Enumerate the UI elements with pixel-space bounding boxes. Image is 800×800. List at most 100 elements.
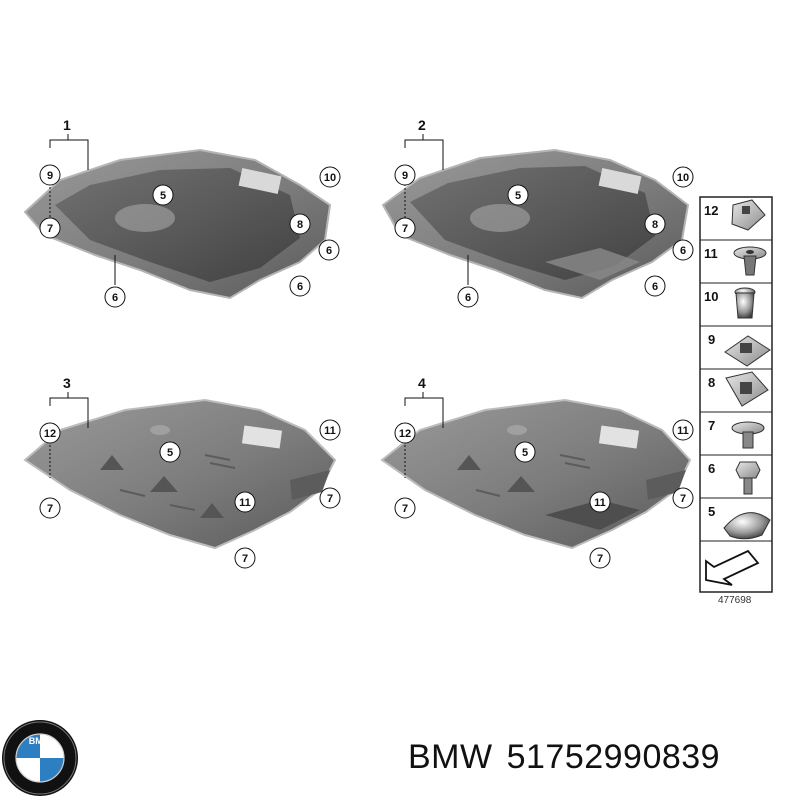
- callout-5: 5: [514, 441, 536, 463]
- group-label-2: 2: [418, 117, 426, 133]
- callout-label: 10: [324, 172, 336, 184]
- callout-label: 8: [297, 219, 303, 231]
- panel-3: [23, 398, 337, 550]
- legend-item-8: 8: [708, 375, 715, 390]
- callout-7: 7: [39, 497, 61, 519]
- group-label-3: 3: [63, 375, 71, 391]
- group-label-4: 4: [418, 375, 426, 391]
- callout-label: 11: [594, 497, 606, 509]
- reference-code: 477698: [718, 595, 752, 606]
- callout-6: 6: [457, 286, 479, 308]
- callout-10: 10: [672, 166, 694, 188]
- callout-label: 6: [297, 281, 303, 293]
- brand-caption: BMW 51752990839: [408, 738, 720, 788]
- callout-7: 7: [589, 547, 611, 569]
- callout-label: 8: [652, 219, 658, 231]
- bmw-logo: BMW: [2, 720, 78, 796]
- callout-label: 7: [242, 553, 248, 565]
- callout-label: 10: [677, 172, 689, 184]
- clip-nut-12-icon: [731, 199, 766, 231]
- callout-label: 11: [677, 425, 689, 437]
- callout-label: 5: [160, 190, 166, 202]
- vent-1: [238, 168, 282, 194]
- legend-item-12: 12: [704, 203, 718, 218]
- panel-1: [23, 148, 332, 300]
- legend-item-5: 5: [708, 504, 715, 519]
- callout-6: 6: [104, 286, 126, 308]
- callout-7: 7: [672, 487, 694, 509]
- callout-label: 7: [597, 553, 603, 565]
- panel-2: [381, 148, 690, 300]
- callout-6: 6: [672, 239, 694, 261]
- callout-9: 9: [39, 164, 61, 186]
- group-label-1: 1: [63, 117, 71, 133]
- underbody-shield-3: [23, 398, 337, 550]
- legend: 12 11 10 9 8 7 6: [699, 196, 773, 606]
- legend-item-6: 6: [708, 461, 715, 476]
- callout-7: 7: [394, 217, 416, 239]
- callout-label: 5: [522, 447, 528, 459]
- callout-label: 9: [47, 170, 53, 182]
- callout-label: 7: [402, 223, 408, 235]
- callout-label: 5: [515, 190, 521, 202]
- recess-1: [115, 204, 175, 232]
- callout-10: 10: [319, 166, 341, 188]
- callout-11: 11: [589, 491, 611, 513]
- vent-2: [598, 168, 642, 194]
- callout-7: 7: [319, 487, 341, 509]
- part-number: 51752990839: [506, 738, 721, 776]
- callout-12: 12: [39, 422, 61, 444]
- expanding-rivet-icon: [733, 246, 767, 276]
- callout-label: 6: [112, 292, 118, 304]
- brand-name: BMW: [408, 738, 493, 776]
- callout-6: 6: [318, 239, 340, 261]
- vent-4: [598, 425, 640, 449]
- vent-3: [241, 425, 283, 449]
- callout-11: 11: [319, 419, 341, 441]
- callout-label: 11: [239, 497, 251, 509]
- group-labels: 1 2 3 4: [49, 117, 444, 428]
- callout-7: 7: [234, 547, 256, 569]
- callout-label: 12: [399, 428, 411, 440]
- callout-label: 6: [652, 281, 658, 293]
- plug-cap-5-icon: [723, 512, 771, 540]
- sleeve-nut-icon: [734, 287, 756, 319]
- callout-label: 7: [680, 493, 686, 505]
- callout-8: 8: [289, 213, 311, 235]
- callout-label: 7: [327, 493, 333, 505]
- arrow-icon: [705, 549, 760, 586]
- legend-item-11: 11: [704, 246, 718, 261]
- recess-2: [470, 204, 530, 232]
- underbody-shield-1-inner: [55, 168, 300, 282]
- callout-12: 12: [394, 422, 416, 444]
- callout-label: 9: [402, 170, 408, 182]
- spring-clip-8-icon: [725, 371, 769, 407]
- callout-5: 5: [159, 441, 181, 463]
- legend-item-10: 10: [704, 289, 718, 304]
- callout-label: 11: [324, 425, 336, 437]
- callout-label: 12: [44, 428, 56, 440]
- hex-bolt-6-icon: [735, 461, 761, 495]
- callout-7: 7: [394, 497, 416, 519]
- callout-label: 7: [402, 503, 408, 515]
- callout-9: 9: [394, 164, 416, 186]
- callout-label: 6: [326, 245, 332, 257]
- callout-label: 5: [167, 447, 173, 459]
- hex-screw-7-icon: [731, 421, 765, 449]
- underbody-shield-4: [380, 398, 692, 550]
- callout-11: 11: [234, 491, 256, 513]
- callout-7: 7: [39, 217, 61, 239]
- callout-6: 6: [644, 275, 666, 297]
- callout-8: 8: [644, 213, 666, 235]
- callout-label: 7: [47, 503, 53, 515]
- spring-clip-9-icon: [724, 335, 771, 367]
- callout-6: 6: [289, 275, 311, 297]
- logo-letters: BMW: [29, 736, 52, 746]
- callout-label: 6: [465, 292, 471, 304]
- legend-item-9: 9: [708, 332, 715, 347]
- legend-item-7: 7: [708, 418, 715, 433]
- panel-4: [380, 398, 692, 550]
- callout-label: 6: [680, 245, 686, 257]
- callout-5: 5: [152, 184, 174, 206]
